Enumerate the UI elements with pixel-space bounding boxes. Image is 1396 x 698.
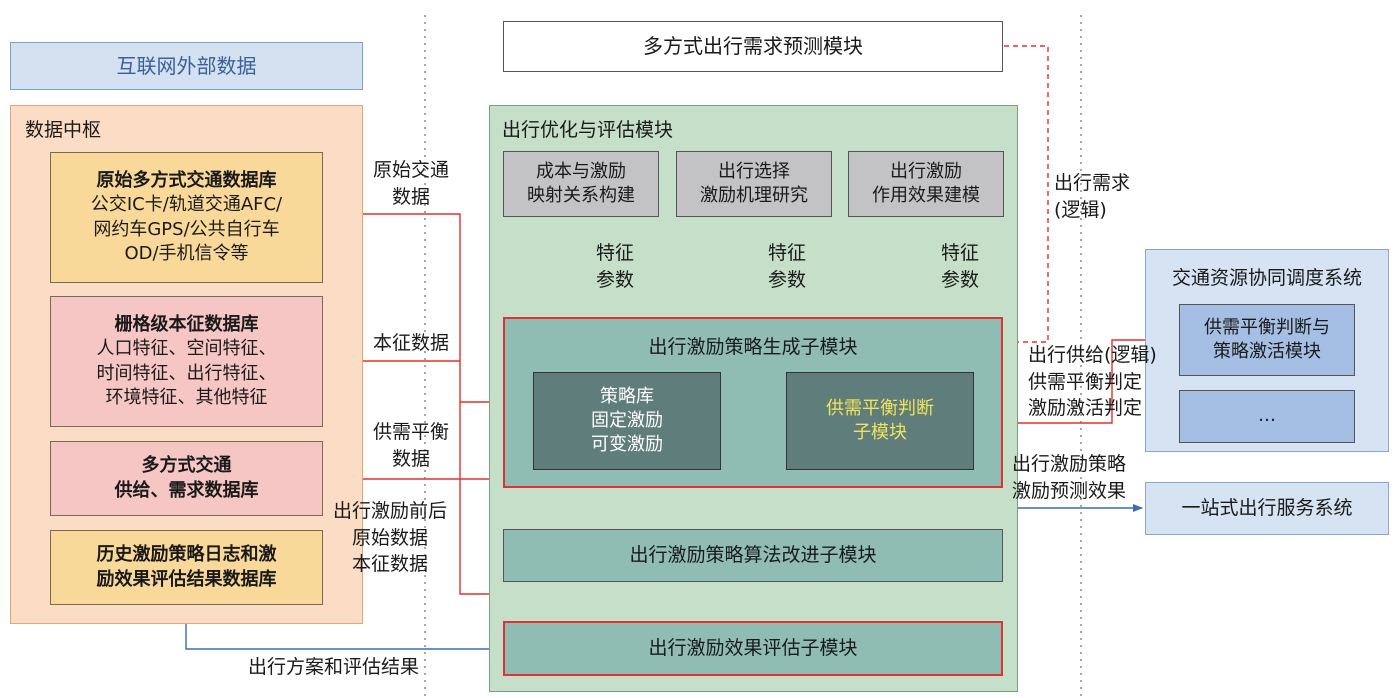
choice-mechanism-line: 激励机理研究 — [700, 185, 808, 206]
demand-logic-label-line: (逻辑) — [1054, 198, 1107, 221]
feature-label-line: 参数 — [941, 268, 980, 291]
demand-prediction-box: 多方式出行需求预测模块 — [503, 21, 1003, 72]
feature-label-line: 特征 — [941, 242, 980, 264]
history-db-line: 励效果评估结果数据库 — [96, 568, 277, 590]
supply-demand-db-box: 多方式交通 供给、需求数据库 — [50, 441, 323, 516]
raw-data-connector — [323, 213, 502, 406]
algorithm-improvement-box: 出行激励策略算法改进子模块 — [503, 529, 1003, 582]
effect-evaluation-title: 出行激励效果评估子模块 — [648, 636, 858, 659]
supply-demand-db-line: 供给、需求数据库 — [114, 479, 259, 501]
supply-demand-db-line: 多方式交通 — [141, 455, 232, 477]
supply-demand-data-label: 供需平衡 数据 — [366, 419, 456, 472]
cost-mapping-line: 成本与激励 — [536, 160, 626, 182]
strategy-library-line: 策略库 — [600, 385, 654, 407]
strategy-library-line: 固定激励 — [591, 409, 663, 431]
service-system-title: 一站式出行服务系统 — [1181, 496, 1353, 519]
balance-activation-box: 供需平衡判断与 策略激活模块 — [1179, 304, 1355, 376]
feature-label-line: 参数 — [768, 268, 807, 291]
choice-mechanism-box: 出行选择 激励机理研究 — [676, 151, 832, 217]
raw-data-label-line: 数据 — [391, 185, 430, 208]
internet-data-title: 互联网外部数据 — [116, 53, 257, 78]
internet-data-box: 互联网外部数据 — [10, 42, 363, 90]
history-db-box: 历史激励策略日志和激 励效果评估结果数据库 — [50, 530, 323, 605]
feature-label-line: 特征 — [768, 242, 807, 264]
grid-db-box: 栅格级本征数据库 人口特征、空间特征、 时间特征、出行特征、 环境特征、其他特征 — [50, 296, 323, 427]
supply-logic-label-line: 激励激活判定 — [1028, 397, 1143, 420]
plan-result-label: 出行方案和评估结果 — [248, 654, 419, 681]
raw-db-line: 网约车GPS/公共自行车 — [93, 218, 280, 240]
before-after-label-line: 原始数据 — [351, 526, 428, 549]
balance-submodule-line: 子模块 — [853, 422, 907, 443]
demand-logic-label-line: 出行需求 — [1054, 172, 1131, 194]
feature-label-1: 特征 参数 — [596, 240, 634, 293]
strategy-effect-label: 出行激励策略 激励预测效果 — [1012, 451, 1126, 504]
history-db-line: 历史激励策略日志和激 — [96, 544, 277, 566]
cost-mapping-line: 映射关系构建 — [527, 185, 635, 206]
supply-demand-label-line: 数据 — [391, 447, 430, 470]
effect-modeling-line: 出行激励 — [890, 160, 962, 182]
grid-db-title: 栅格级本征数据库 — [114, 313, 259, 335]
balance-submodule-line: 供需平衡判断 — [826, 397, 934, 419]
balance-activation-line: 供需平衡判断与 — [1204, 316, 1330, 338]
algorithm-improvement-title: 出行激励策略算法改进子模块 — [629, 543, 877, 566]
demand-logic-label: 出行需求 (逻辑) — [1054, 170, 1130, 223]
choice-mechanism-line: 出行选择 — [718, 160, 790, 182]
raw-db-box: 原始多方式交通数据库 公交IC卡/轨道交通AFC/ 网约车GPS/公共自行车 O… — [50, 152, 323, 283]
grid-db-line: 环境特征、其他特征 — [105, 386, 268, 408]
cost-mapping-box: 成本与激励 映射关系构建 — [503, 151, 659, 217]
demand-logic-connector — [1004, 45, 1049, 343]
balance-activation-line: 策略激活模块 — [1213, 341, 1321, 362]
feature-label-2: 特征 参数 — [768, 240, 806, 293]
feature-label-line: 参数 — [596, 268, 635, 291]
strategy-effect-label-line: 激励预测效果 — [1012, 479, 1127, 502]
effect-modeling-box: 出行激励 作用效果建模 — [848, 151, 1004, 217]
intrinsic-data-label-line: 本征数据 — [372, 332, 449, 354]
grid-db-line: 人口特征、空间特征、 — [96, 338, 277, 360]
raw-db-line: 公交IC卡/轨道交通AFC/ — [90, 194, 283, 216]
raw-data-label-line: 原始交通 — [372, 159, 449, 181]
plan-result-label-line: 出行方案和评估结果 — [248, 656, 420, 678]
strategy-library-line: 可变激励 — [591, 434, 663, 456]
more-modules-box: … — [1179, 390, 1355, 443]
data-hub-title: 数据中枢 — [25, 119, 102, 141]
before-after-label-line: 出行激励前后 — [332, 500, 447, 522]
optimization-title: 出行优化与评估模块 — [502, 119, 674, 141]
supply-logic-label: 出行供给(逻辑) 供需平衡判定 激励激活判定 — [1028, 342, 1157, 422]
service-system-box: 一站式出行服务系统 — [1145, 482, 1389, 535]
resource-dispatch-title: 交通资源协同调度系统 — [1171, 267, 1362, 289]
raw-data-label: 原始交通 数据 — [366, 157, 456, 210]
grid-db-line: 时间特征、出行特征、 — [96, 362, 277, 384]
intrinsic-data-label: 本征数据 — [366, 330, 456, 357]
feature-label-line: 特征 — [596, 242, 635, 264]
more-modules-text: … — [1258, 405, 1276, 427]
balance-submodule-box: 供需平衡判断 子模块 — [786, 372, 974, 470]
raw-db-line: OD/手机信令等 — [124, 242, 249, 264]
raw-db-title: 原始多方式交通数据库 — [96, 169, 277, 191]
strategy-generation-title: 出行激励策略生成子模块 — [648, 336, 858, 358]
effect-evaluation-box: 出行激励效果评估子模块 — [503, 621, 1003, 676]
before-after-label: 出行激励前后 原始数据 本征数据 — [325, 498, 455, 578]
supply-logic-label-line: 出行供给(逻辑) — [1028, 344, 1157, 366]
strategy-library-box: 策略库 固定激励 可变激励 — [533, 372, 721, 470]
supply-demand-label-line: 供需平衡 — [372, 421, 449, 443]
supply-logic-label-line: 供需平衡判定 — [1028, 370, 1143, 393]
feature-label-3: 特征 参数 — [941, 240, 979, 293]
effect-modeling-line: 作用效果建模 — [872, 185, 980, 206]
demand-prediction-title: 多方式出行需求预测模块 — [643, 34, 863, 58]
strategy-effect-label-line: 出行激励策略 — [1012, 453, 1127, 475]
before-after-label-line: 本征数据 — [351, 553, 428, 576]
